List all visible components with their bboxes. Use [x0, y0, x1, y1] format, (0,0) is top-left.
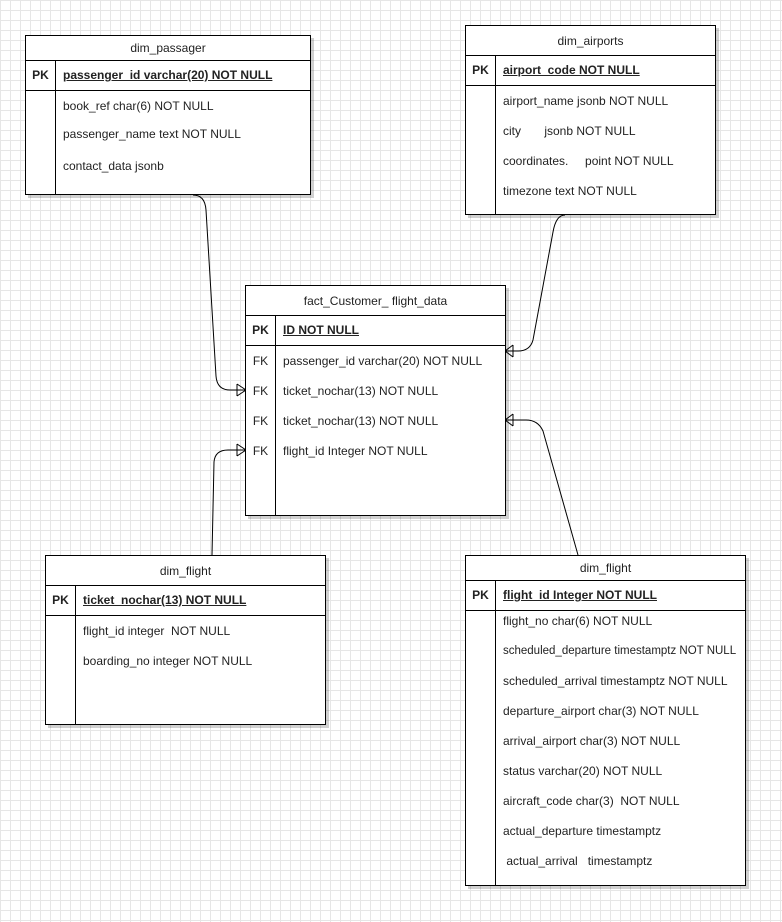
pk-field: ID NOT NULL	[283, 323, 359, 337]
field-text: ticket_nochar(13) NOT NULL	[283, 414, 439, 428]
key-column-divider	[495, 56, 496, 214]
field-text: departure_airport char(3) NOT NULL	[503, 704, 699, 718]
pk-field: flight_id Integer NOT NULL	[503, 588, 657, 602]
field-row: flight_id integer NOT NULL	[46, 616, 325, 646]
field-text: flight_id Integer NOT NULL	[283, 444, 428, 458]
primary-key-row: PK passenger_id varchar(20) NOT NULL	[26, 61, 310, 91]
link-passager-fact	[192, 194, 246, 391]
field-text: arrival_airport char(3) NOT NULL	[503, 734, 681, 748]
table-title: dim_flight	[466, 556, 745, 581]
field-row: city jsonb NOT NULL	[466, 116, 715, 146]
field-row: FK ticket_nochar(13) NOT NULL	[246, 406, 505, 436]
table-fact-customer-flight-data[interactable]: fact_Customer_ flight_data PK ID NOT NUL…	[245, 285, 506, 516]
field-row: FK ticket_nochar(13) NOT NULL	[246, 376, 505, 406]
table-dim-flight-right[interactable]: dim_flight PK flight_id Integer NOT NULL…	[465, 555, 746, 886]
link-flight-right-fact	[505, 419, 579, 556]
field-row: book_ref char(6) NOT NULL	[26, 91, 310, 121]
field-text: city jsonb NOT NULL	[503, 124, 636, 138]
fk-label: FK	[252, 384, 269, 398]
primary-key-row: PK flight_id Integer NOT NULL	[466, 581, 745, 611]
field-text: aircraft_code char(3) NOT NULL	[503, 794, 680, 808]
field-text: boarding_no integer NOT NULL	[83, 654, 253, 668]
primary-key-row: PK ID NOT NULL	[246, 316, 505, 346]
field-row: actual_arrival timestamptz	[466, 846, 745, 876]
field-row: FK passenger_id varchar(20) NOT NULL	[246, 346, 505, 376]
link-flight-left-fact	[211, 449, 246, 556]
pk-field: airport_code NOT NULL	[503, 63, 640, 77]
link-airports-fact	[505, 214, 566, 352]
field-row: actual_departure timestamptz	[466, 816, 745, 846]
pk-field: passenger_id varchar(20) NOT NULL	[63, 68, 273, 82]
field-text: book_ref char(6) NOT NULL	[63, 99, 214, 113]
field-text: scheduled_arrival timestamptz NOT NULL	[503, 674, 728, 688]
pk-field: ticket_nochar(13) NOT NULL	[83, 593, 247, 607]
field-text: passenger_id varchar(20) NOT NULL	[283, 354, 483, 368]
field-row: aircraft_code char(3) NOT NULL	[466, 786, 745, 816]
field-text: airport_name jsonb NOT NULL	[503, 94, 669, 108]
key-column-divider	[75, 586, 76, 724]
table-dim-passager[interactable]: dim_passager PK passenger_id varchar(20)…	[25, 35, 311, 195]
field-row: arrival_airport char(3) NOT NULL	[466, 726, 745, 756]
field-text: flight_id integer NOT NULL	[83, 624, 231, 638]
pk-label: PK	[52, 593, 69, 607]
field-text: actual_departure timestamptz	[503, 824, 662, 838]
primary-key-row: PK airport_code NOT NULL	[466, 56, 715, 86]
field-row: airport_name jsonb NOT NULL	[466, 86, 715, 116]
field-text: flight_no char(6) NOT NULL	[503, 614, 653, 628]
table-title: dim_passager	[26, 36, 310, 61]
field-text: scheduled_departure timestamptz NOT NULL	[503, 645, 737, 657]
table-title: dim_flight	[46, 556, 325, 586]
field-text: contact_data jsonb	[63, 159, 164, 173]
field-row: flight_no char(6) NOT NULL	[466, 606, 745, 636]
field-text: actual_arrival timestamptz	[503, 854, 653, 868]
pk-label: PK	[32, 68, 49, 82]
fk-label: FK	[252, 444, 269, 458]
field-text: timezone text NOT NULL	[503, 184, 637, 198]
field-row: departure_airport char(3) NOT NULL	[466, 696, 745, 726]
field-row: FK flight_id Integer NOT NULL	[246, 436, 505, 466]
key-column-divider	[495, 581, 496, 885]
table-dim-airports[interactable]: dim_airports PK airport_code NOT NULL ai…	[465, 25, 716, 215]
key-column-divider	[275, 316, 276, 515]
pk-label: PK	[472, 63, 489, 77]
table-dim-flight-left[interactable]: dim_flight PK ticket_nochar(13) NOT NULL…	[45, 555, 326, 725]
table-title: dim_airports	[466, 26, 715, 56]
primary-key-row: PK ticket_nochar(13) NOT NULL	[46, 586, 325, 616]
fk-label: FK	[252, 354, 269, 368]
pk-label: PK	[472, 588, 489, 602]
field-row: passenger_name text NOT NULL	[26, 119, 310, 149]
field-text: coordinates. point NOT NULL	[503, 154, 674, 168]
fk-label: FK	[252, 414, 269, 428]
field-text: passenger_name text NOT NULL	[63, 127, 241, 141]
field-row: status varchar(20) NOT NULL	[466, 756, 745, 786]
field-row: boarding_no integer NOT NULL	[46, 646, 325, 676]
field-text: status varchar(20) NOT NULL	[503, 764, 663, 778]
field-row: contact_data jsonb	[26, 151, 310, 181]
key-column-divider	[55, 61, 56, 194]
field-row: coordinates. point NOT NULL	[466, 146, 715, 176]
field-row: scheduled_arrival timestamptz NOT NULL	[466, 666, 745, 696]
field-row: timezone text NOT NULL	[466, 176, 715, 206]
pk-label: PK	[252, 323, 269, 337]
field-row: scheduled_departure timestamptz NOT NULL	[466, 636, 745, 666]
field-text: ticket_nochar(13) NOT NULL	[283, 384, 439, 398]
table-title: fact_Customer_ flight_data	[246, 286, 505, 316]
